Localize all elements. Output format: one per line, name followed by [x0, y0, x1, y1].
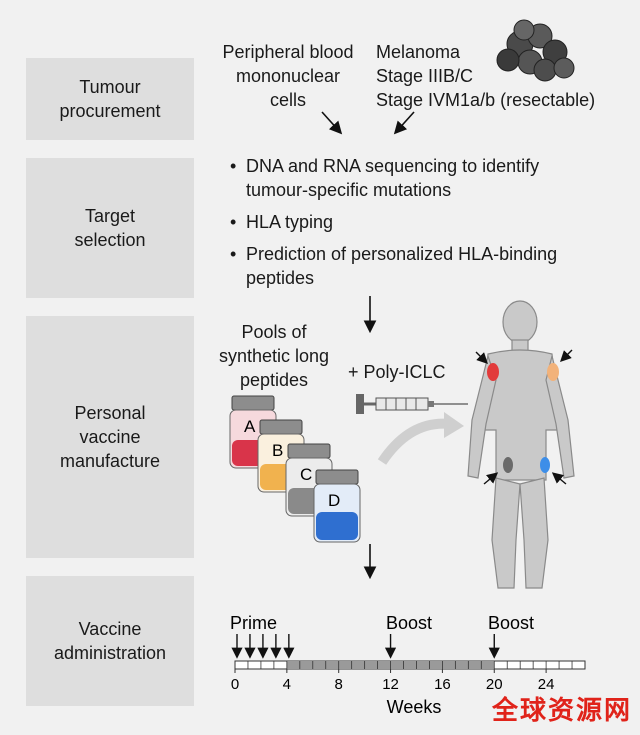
- stage-label: Vaccine administration: [53, 619, 167, 663]
- stage-tumour-procurement: Tumour procurement: [26, 58, 194, 140]
- bullet-hla-typing: HLA typing: [228, 210, 598, 234]
- tick-label: 0: [231, 676, 239, 693]
- syringe-icon: [356, 394, 468, 414]
- tick-label: 4: [283, 676, 291, 693]
- timeline: 0 4 8 12 16 20 24: [231, 634, 586, 693]
- injection-site-right-arm: [547, 363, 559, 381]
- stage-label: Tumour procurement: [59, 77, 161, 121]
- tumour-cluster-icon: [496, 19, 575, 82]
- tick-label: 12: [382, 676, 399, 693]
- stage-target-selection: Target selection: [26, 158, 194, 298]
- injection-site-right-thigh: [540, 457, 550, 473]
- vial-label-a: A: [244, 417, 256, 436]
- vial-label-b: B: [272, 441, 283, 460]
- pbmc-arrow: [321, 111, 343, 135]
- weeks-label: Weeks: [387, 697, 442, 717]
- vial-label-c: C: [300, 465, 312, 484]
- stage-label: Personal vaccine manufacture: [59, 403, 161, 471]
- adjuvant-label: + Poly-ICLC: [348, 362, 446, 382]
- watermark: 全球资源网: [491, 695, 632, 725]
- injection-site-left-thigh: [503, 457, 513, 473]
- injection-site-left-arm: [487, 363, 499, 381]
- pools-label: Pools of synthetic long peptides: [218, 322, 330, 390]
- tick-label: 8: [335, 676, 343, 693]
- bullet-prediction: Prediction of personalized HLA-binding p…: [228, 242, 598, 290]
- boost-label-2: Boost: [488, 613, 534, 633]
- boost-label-1: Boost: [386, 613, 432, 633]
- vial-D: [313, 469, 361, 543]
- selection-bullets: DNA and RNA sequencing to identify tumou…: [228, 154, 598, 298]
- human-figure: [467, 300, 575, 589]
- prime-label: Prime: [230, 613, 277, 633]
- stage-vaccine-administration: Vaccine administration: [26, 576, 194, 706]
- tick-label: 24: [538, 676, 555, 693]
- stage-label: Target selection: [74, 206, 146, 250]
- tick-label: 16: [434, 676, 451, 693]
- curved-arrow: [377, 418, 451, 465]
- stage-personal-vaccine-manufacture: Personal vaccine manufacture: [26, 316, 194, 558]
- tick-label: 20: [486, 676, 503, 693]
- melanoma-arrow: [393, 111, 415, 135]
- pbmc-label: Peripheral blood mononuclear cells: [222, 42, 354, 110]
- melanoma-label: Melanoma Stage IIIB/C Stage IVM1a/b (res…: [376, 42, 596, 110]
- bullet-sequencing: DNA and RNA sequencing to identify tumou…: [228, 154, 598, 202]
- vial-label-d: D: [328, 491, 340, 510]
